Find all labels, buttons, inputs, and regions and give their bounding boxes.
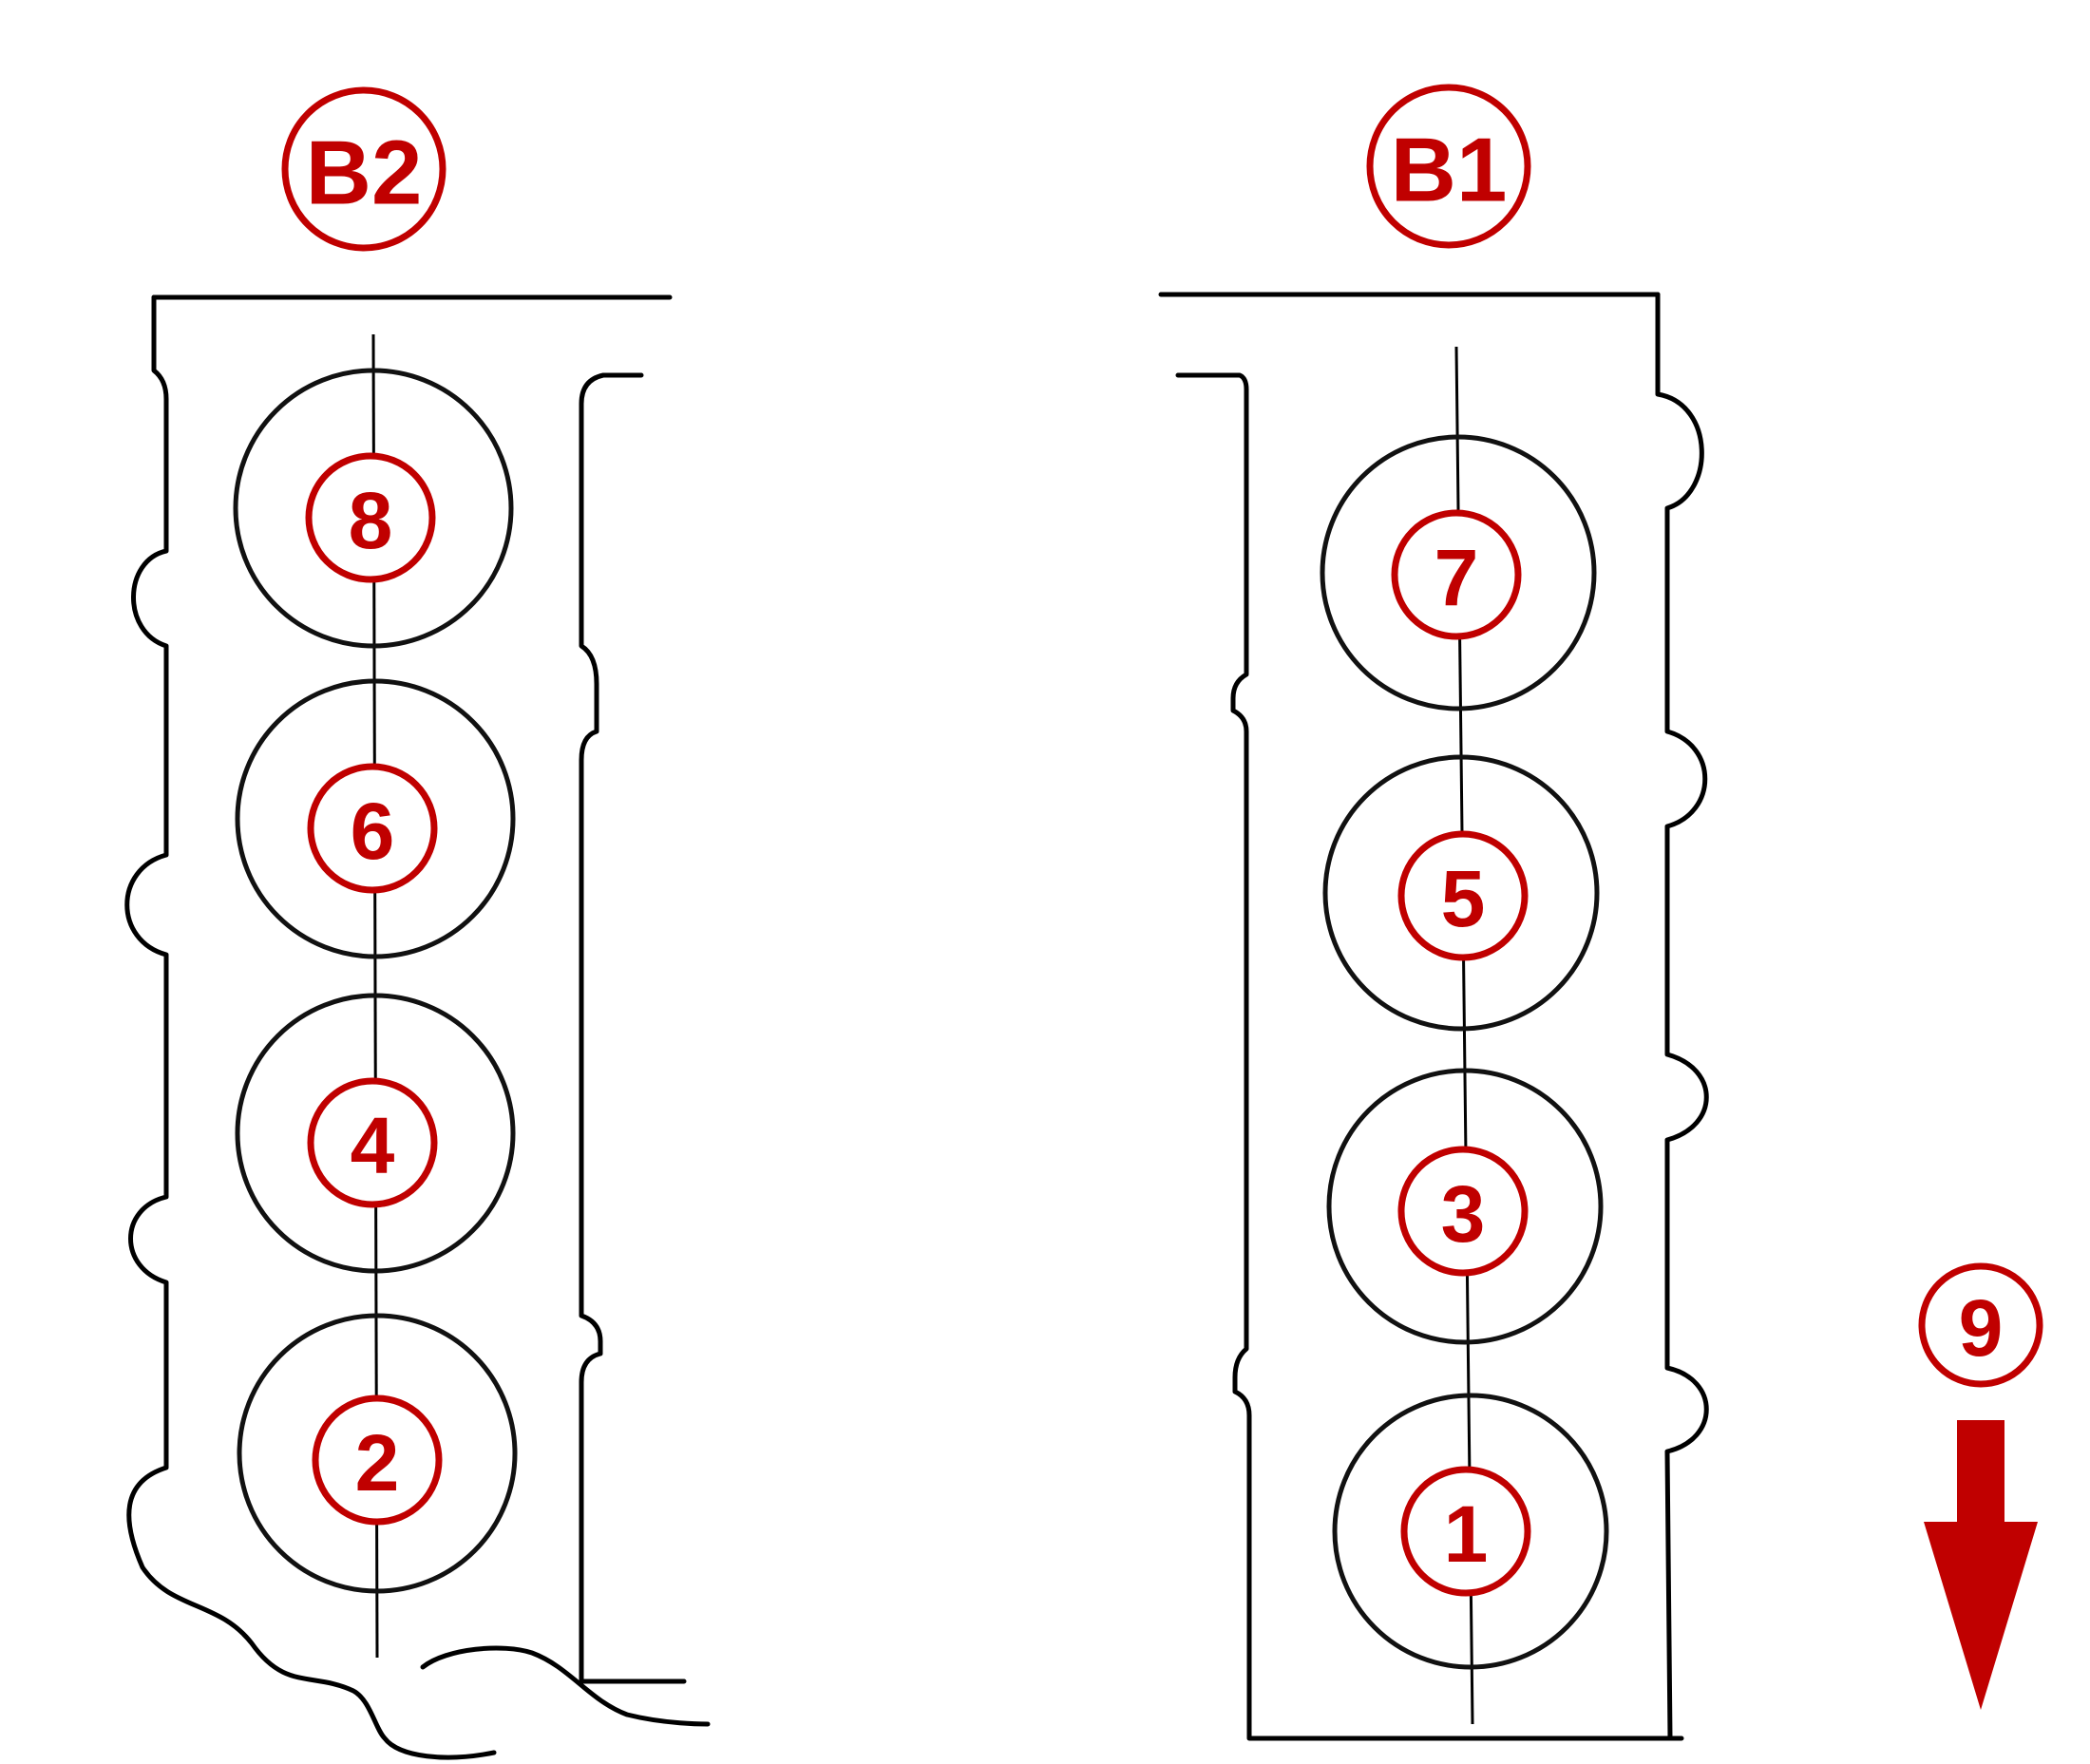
bank-b1-cylinder-7 [1320,434,1597,711]
bank-b1-cylinder-5 [1322,754,1600,1032]
direction-marker-badge: 9 [1918,1262,2043,1388]
bank-b2: 8 6 4 2 B2 [124,86,711,1760]
bank-b1: 7 5 3 1 B1 [1158,84,1709,1741]
cylinder-number-label: 8 [349,476,393,565]
cylinder-number-label: 1 [1444,1489,1489,1579]
cylinder-number-label: 6 [351,787,395,876]
cylinder-number-label: 4 [351,1101,395,1190]
arrow-down-icon [1924,1420,2038,1710]
cylinder-number-label: 3 [1441,1169,1486,1259]
bank-b2-cylinder-8-badge: 8 [305,452,436,583]
cylinder-number-label: 2 [355,1418,400,1508]
bank-b2-cylinder-2-badge: 2 [312,1394,443,1526]
direction-marker-label: 9 [1959,1283,2004,1373]
bank-b1-cylinder-5-badge: 5 [1397,830,1529,961]
bank-b1-cylinder-1-badge: 1 [1400,1466,1531,1597]
bank-b1-cylinder-7-badge: 7 [1391,509,1522,640]
bank-b2-cylinder-8 [233,368,514,649]
bank-b1-cylinder-3-badge: 3 [1397,1146,1529,1277]
direction-marker: 9 [1918,1262,2043,1710]
bank-b2-cylinder-4-badge: 4 [307,1077,438,1208]
cylinder-number-label: 5 [1441,854,1486,943]
cylinder-number-label: 7 [1434,533,1479,622]
bank-label: B2 [306,123,423,224]
bank-b2-cylinder-4 [235,993,516,1274]
bank-b2-label-badge: B2 [281,86,446,252]
bank-b1-cylinder-3 [1326,1068,1604,1345]
bank-b2-cylinder-6-badge: 6 [307,763,438,894]
bank-b1-label-badge: B1 [1366,84,1531,249]
bank-label: B1 [1391,120,1508,221]
bank-b2-cylinder-6 [235,678,516,959]
bank-b2-cylinder-2 [237,1313,518,1594]
bank-b1-cylinder-1 [1332,1393,1609,1670]
